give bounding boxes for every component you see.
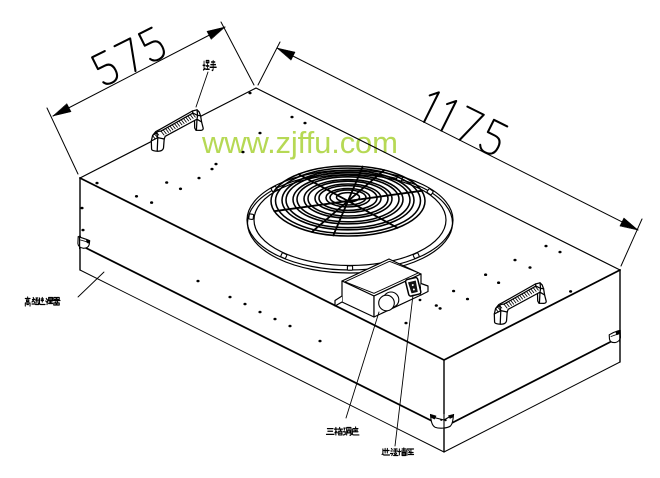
svg-text:www.zjffu.com: www.zjffu.com	[201, 125, 398, 160]
